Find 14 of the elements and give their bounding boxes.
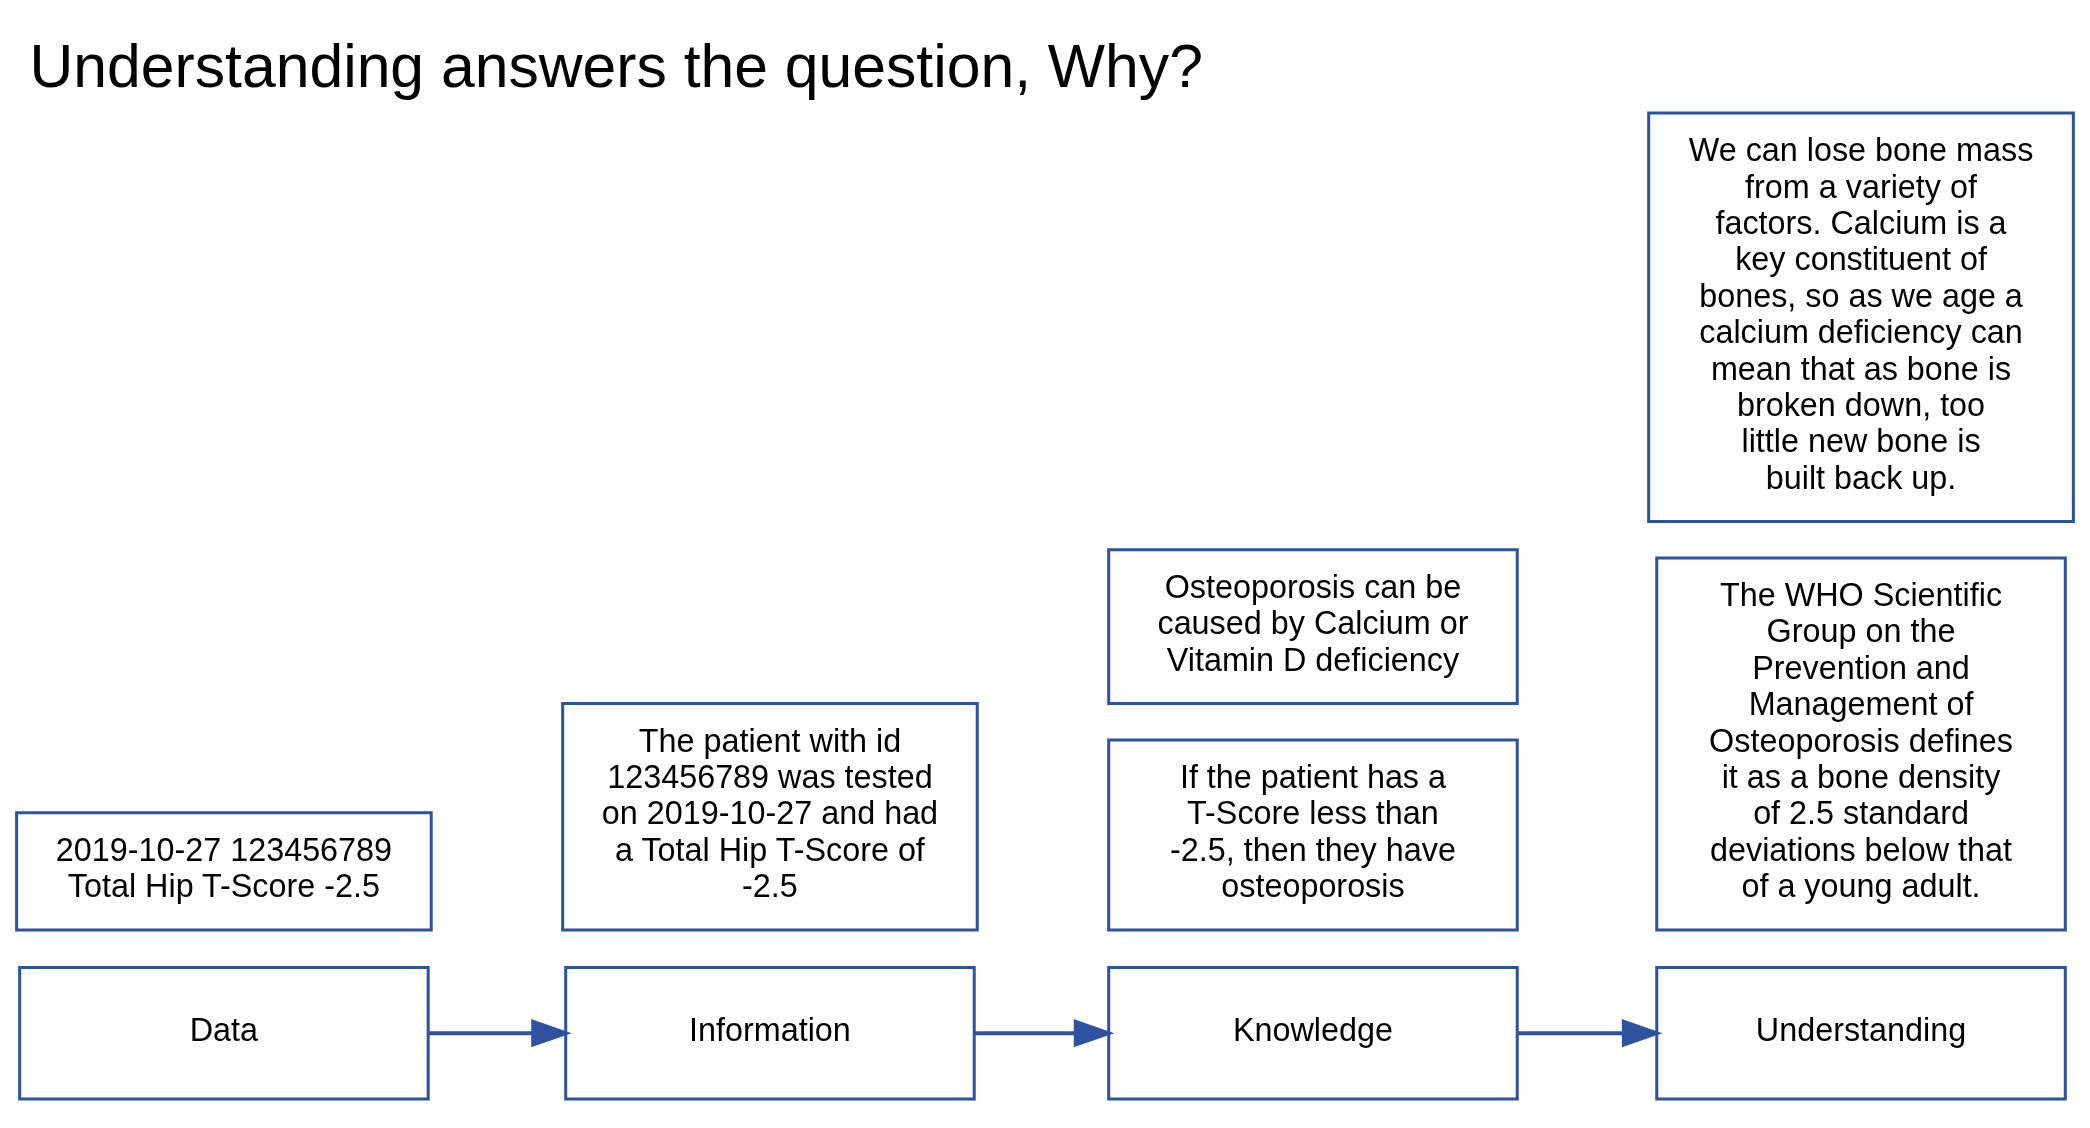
diagram-title: Understanding answers the question, Why? [29, 31, 1203, 100]
node-box: The patient with id 123456789 was tested on 2019-10-27 and had a Total Hip T-Score of -2.5 [561, 701, 979, 932]
node-box: Information [564, 965, 976, 1100]
node-box: 2019-10-27 123456789 Total Hip T-Score -2.5 [15, 810, 433, 932]
arrow [428, 1018, 572, 1047]
node-box: If the patient has a T-Score less than -2.5, then they have osteoporosis [1107, 737, 1519, 932]
arrow [1517, 1018, 1663, 1047]
node-box: Knowledge [1107, 965, 1519, 1100]
node-box: We can lose bone mass from a variety of factors. Calcium is a key constituent of bones, so as we age a calcium deficiency can mean that as bone is broken down, too little new bone is built back up. [1647, 111, 2075, 523]
node-box: The WHO Scientific Group on the Prevention and Management of Osteoporosis defines it as a bone density of 2.5 standard deviations below that of a young adult. [1655, 555, 2067, 932]
arrow [974, 1018, 1115, 1047]
node-box: Understanding [1655, 965, 2067, 1100]
node-box: Data [18, 965, 430, 1100]
node-box: Osteoporosis can be caused by Calcium or Vitamin D deficiency [1107, 547, 1519, 705]
